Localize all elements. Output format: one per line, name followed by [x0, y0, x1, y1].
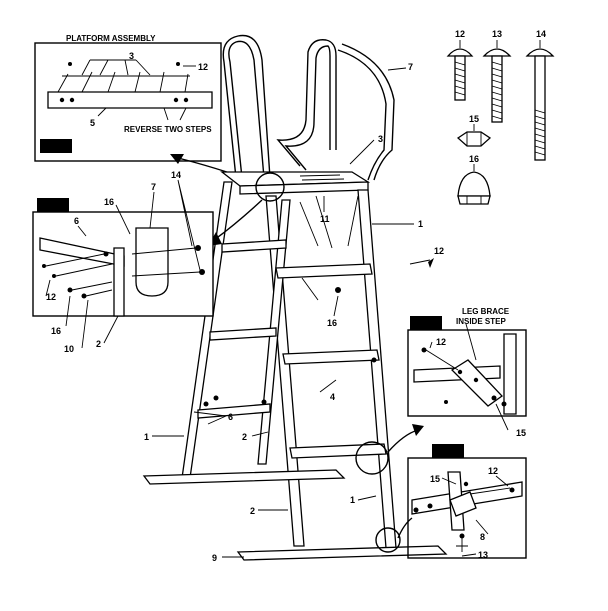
callout-3: 3 [378, 134, 383, 144]
callout-12: 12 [455, 29, 465, 39]
callout-9: 9 [212, 553, 217, 563]
fig-2-label: FIG. 2 [44, 142, 67, 151]
callout-12-fig6: 12 [488, 466, 498, 476]
fig-5-inset: FIG. 5 LEG BRACE INSIDE STEP 12 15 [407, 307, 527, 438]
callout-5: 5 [90, 118, 95, 128]
callout-16: 16 [469, 154, 479, 164]
callout-7-fig4: 7 [151, 182, 156, 192]
bolt-13-icon [482, 48, 512, 123]
leg-brace-label-line2: INSIDE STEP [456, 317, 506, 326]
callout-15: 15 [469, 114, 479, 124]
callout-15-fig5: 15 [516, 428, 526, 438]
callout-12-main: 12 [434, 246, 444, 256]
callout-6-fig4: 6 [74, 216, 79, 226]
callout-11: 11 [320, 214, 330, 224]
hardware-parts: 12 13 14 15 16 [446, 29, 555, 205]
callout-12-platform: 12 [198, 62, 208, 72]
fig-6-inset: FIG. 6 15 12 8 13 [407, 444, 527, 560]
callout-1-left: 1 [144, 432, 149, 442]
callout-3-platform: 3 [129, 51, 134, 61]
callout-8: 8 [480, 532, 485, 542]
fig-5-label: FIG. 5 [413, 319, 436, 328]
fig-5-pointer-arrow [387, 429, 419, 453]
callout-2-fig4: 2 [96, 339, 101, 349]
callout-16-fig4-top: 16 [104, 197, 114, 207]
callout-7: 7 [408, 62, 413, 72]
fig-4-inset: FIG. 4 14 16 7 6 12 16 10 2 [32, 170, 214, 354]
callout-13-fig6: 13 [478, 550, 488, 560]
callout-2-rear: 2 [242, 432, 247, 442]
bolt-14-icon [525, 48, 555, 161]
callout-4: 4 [330, 392, 335, 402]
fig-4-label: FIG. 4 [40, 201, 63, 210]
callout-6: 6 [228, 412, 233, 422]
fig-6-label: FIG. 6 [435, 447, 458, 456]
callout-12-fig4: 12 [46, 292, 56, 302]
bolt-12-icon [446, 48, 474, 101]
leg-brace-label-line1: LEG BRACE [462, 307, 510, 316]
platform-assembly-heading: PLATFORM ASSEMBLY [66, 34, 156, 43]
acorn-nut-16-icon [457, 171, 491, 205]
callout-14-fig4: 14 [171, 170, 181, 180]
callout-16-main: 16 [327, 318, 337, 328]
fig-6-pointer-arrow [397, 517, 413, 539]
callout-14: 14 [536, 29, 546, 39]
callout-1-top: 1 [418, 219, 423, 229]
fig-2-inset: PLATFORM ASSEMBLY 3 12 5 REVERSE TWO STE… [34, 34, 222, 162]
callout-16-fig4-bottom: 16 [51, 326, 61, 336]
callout-12-fig5: 12 [436, 337, 446, 347]
callout-2-front: 2 [250, 506, 255, 516]
ladder-main: 7 3 11 1 12 16 4 6 1 2 1 2 9 [142, 34, 448, 563]
hex-nut-15-icon [456, 131, 492, 147]
callout-15-fig6: 15 [430, 474, 440, 484]
callout-13: 13 [492, 29, 502, 39]
callout-10: 10 [64, 344, 74, 354]
callout-1-bottom: 1 [350, 495, 355, 505]
reverse-two-steps-note: REVERSE TWO STEPS [124, 125, 212, 134]
